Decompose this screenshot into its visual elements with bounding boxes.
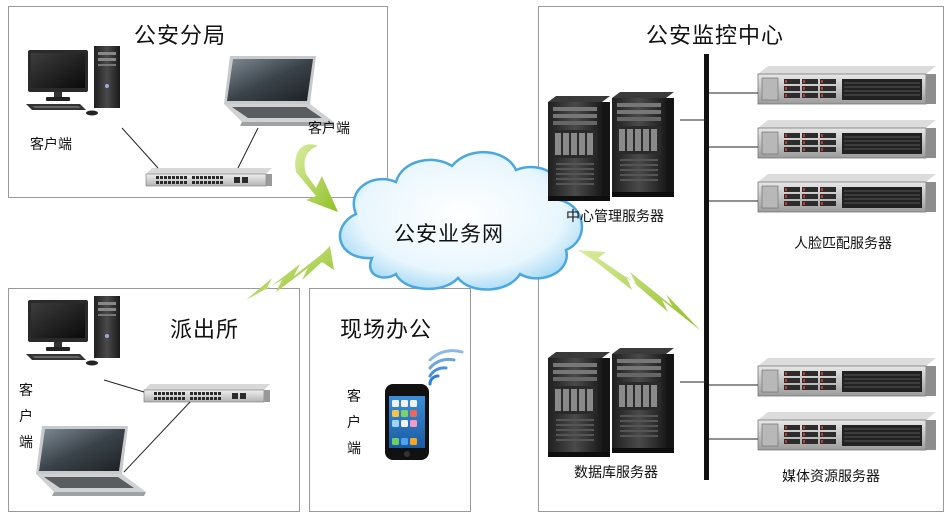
database-server-icon [548,348,674,457]
branch-link-laptop [237,127,259,169]
police-station-title: 派出所 [170,318,240,343]
smartphone-icon [385,384,429,460]
center-mgmt-server-icon [548,92,674,201]
branch-switch-icon [145,167,273,187]
branch-bureau-title: 公安分局 [134,24,227,49]
station-link-laptop [123,401,191,473]
branch-laptop-icon [224,56,334,126]
wifi-signal-icon [428,349,464,386]
station-link-desktop [103,379,145,393]
station-desktop-icon [26,296,120,366]
branch-bureau-panel [8,6,388,198]
branch-client-right-label: 客户端 [308,121,350,137]
media-server-label: 媒体资源服务器 [782,469,880,485]
network-label: 公安业务网 [394,222,504,246]
station-laptop-icon [36,426,146,496]
media-server-icon [757,357,937,451]
station-client-char: 户 [19,409,33,425]
branch-client-left-label: 客户端 [30,137,72,153]
field-client-char: 客 [347,389,361,405]
field-client-char: 户 [347,415,361,431]
face-match-server-icon [757,65,937,213]
lightning-arrow-station [246,246,334,300]
branch-link-desktop [121,127,159,169]
field-office-title: 现场办公 [340,318,433,343]
monitor-center-title: 公安监控中心 [646,24,785,49]
database-server-label: 数据库服务器 [574,465,658,481]
lightning-arrow-monitor [578,250,700,330]
station-client-label: 客 户 端 [18,378,34,456]
field-client-label: 客 户 端 [346,384,362,462]
station-client-char: 客 [19,383,33,399]
center-mgmt-server-label: 中心管理服务器 [566,209,664,225]
network-bus-line [704,54,709,480]
station-switch-icon [143,383,271,403]
field-client-char: 端 [347,441,361,457]
face-match-server-label: 人脸匹配服务器 [794,236,892,252]
branch-desktop-icon [26,46,120,116]
lightning-arrow-branch [295,144,338,212]
station-client-char: 端 [19,435,33,451]
